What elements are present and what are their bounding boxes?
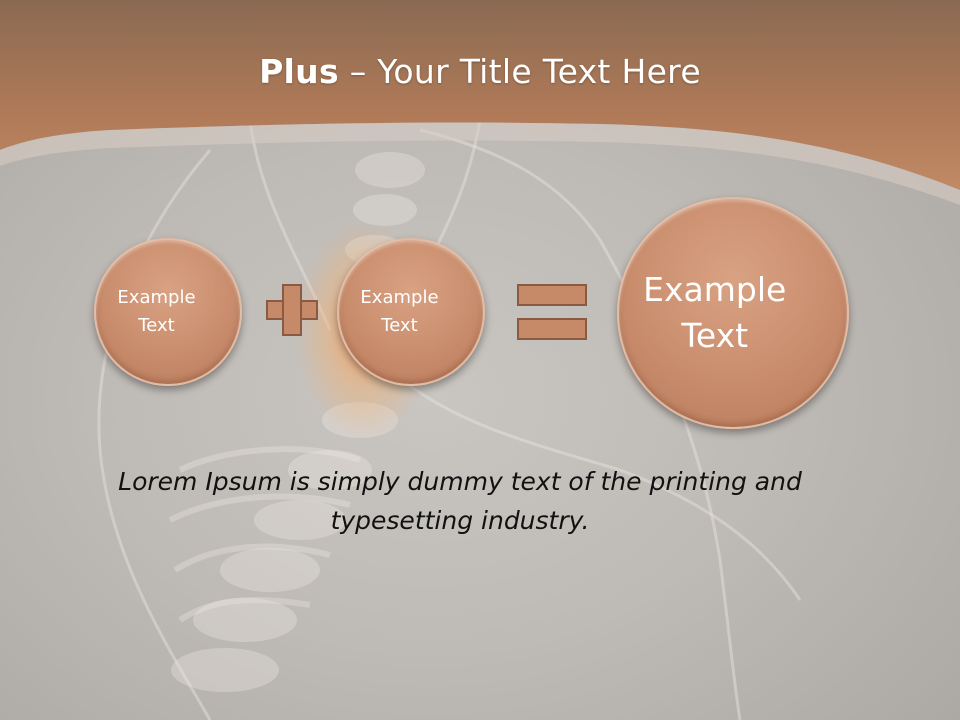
title-rest: – Your Title Text Here	[338, 52, 701, 91]
circle-1-text: Example Text	[110, 284, 225, 340]
circle-2-line-2: Text	[381, 315, 418, 336]
circle-3-line-2: Text	[681, 316, 749, 355]
circle-3-line-1: Example	[643, 270, 787, 309]
example-circle-2[interactable]: Example Text	[337, 238, 485, 386]
circle-1-line-1: Example	[117, 287, 196, 308]
equals-icon-bottom-bar	[517, 318, 587, 340]
title-bold: Plus	[259, 52, 339, 91]
example-circle-result[interactable]: Example Text	[617, 197, 849, 429]
plus-icon	[284, 286, 300, 334]
circle-1-line-2: Text	[138, 315, 175, 336]
circle-2-line-1: Example	[360, 287, 439, 308]
circle-2-text: Example Text	[353, 284, 468, 340]
slide-title: Plus – Your Title Text Here	[0, 52, 960, 91]
body-text: Lorem Ipsum is simply dummy text of the …	[118, 467, 802, 535]
equals-icon-top-bar	[517, 284, 587, 306]
circle-3-text: Example Text	[642, 267, 824, 359]
example-circle-1[interactable]: Example Text	[94, 238, 242, 386]
